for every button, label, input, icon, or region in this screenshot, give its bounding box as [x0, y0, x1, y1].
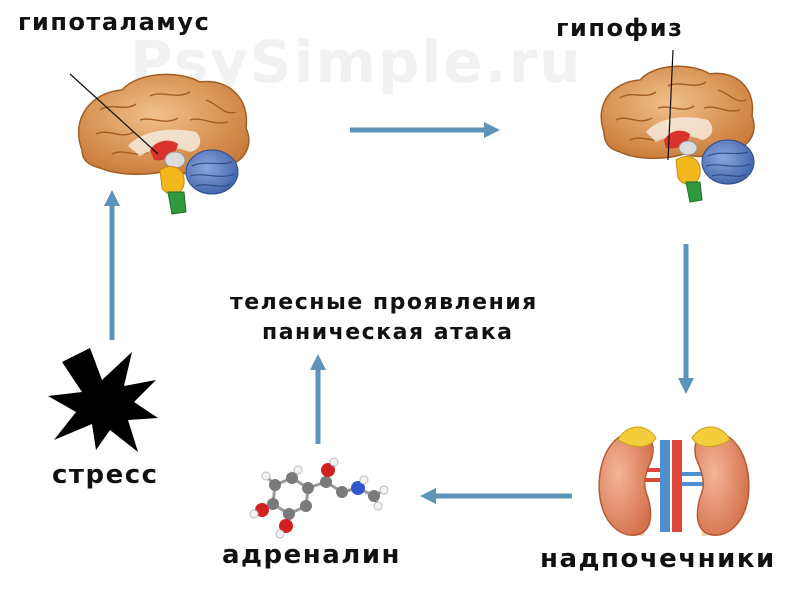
adrenaline-molecule: [249, 457, 389, 539]
hypothalamus-brain-illustration: [69, 73, 250, 215]
adrenaline-label: адреналин: [222, 540, 402, 570]
pituitary-brain-illustration: [600, 49, 755, 203]
explosion-star-icon: [48, 348, 158, 452]
kidneys-illustration: [598, 426, 750, 537]
adrenal-glands-label: надпочечники: [540, 544, 776, 574]
pituitary-label: гипофиз: [556, 14, 684, 42]
hypothalamus-label: гипоталамус: [18, 8, 211, 36]
panic-attack-label: паническая атака: [262, 320, 514, 345]
body-symptoms-label: телесные проявления: [230, 290, 538, 315]
stress-label: стресс: [52, 460, 159, 490]
